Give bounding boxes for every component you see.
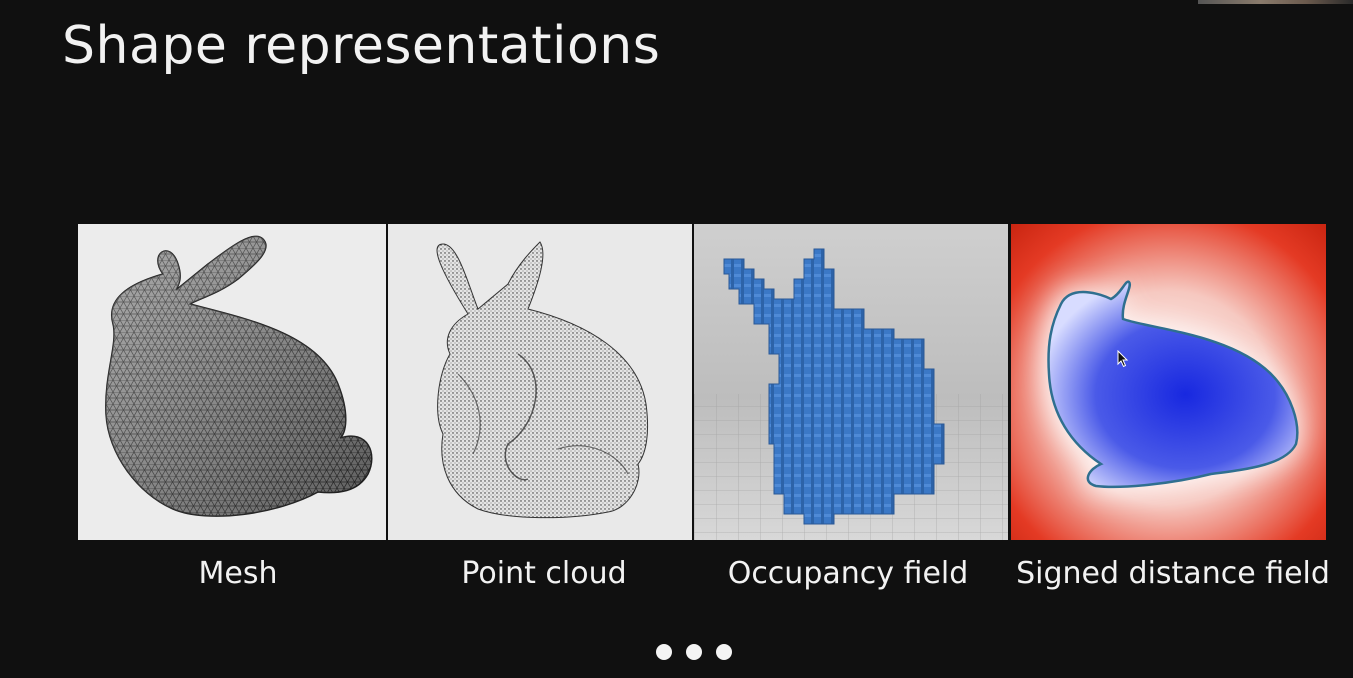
signed-distance-field-image: [1011, 224, 1326, 540]
caption-signed-distance-field: Signed distance field: [1016, 556, 1330, 591]
representation-panels: [78, 224, 1326, 540]
ellipsis-indicator: [656, 644, 732, 664]
mesh-image: [78, 224, 386, 540]
ellipsis-dot: [686, 644, 702, 660]
mesh-bunny-shape: [105, 235, 373, 517]
caption-mesh: Mesh: [198, 556, 278, 591]
caption-point-cloud: Point cloud: [461, 556, 627, 591]
slide-title: Shape representations: [62, 16, 661, 76]
ellipsis-dot: [716, 644, 732, 660]
voxel-bunny-shape: [723, 248, 945, 525]
point-cloud-image: [388, 224, 692, 540]
point-cloud-bunny-shape: [436, 241, 649, 519]
ellipsis-dot: [656, 644, 672, 660]
mouse-cursor-icon: [1117, 349, 1129, 372]
sdf-zero-level-contour: [1047, 280, 1299, 489]
webcam-thumbnail-edge: [1198, 0, 1353, 4]
occupancy-field-image: [694, 224, 1008, 540]
caption-occupancy-field: Occupancy field: [727, 556, 969, 591]
